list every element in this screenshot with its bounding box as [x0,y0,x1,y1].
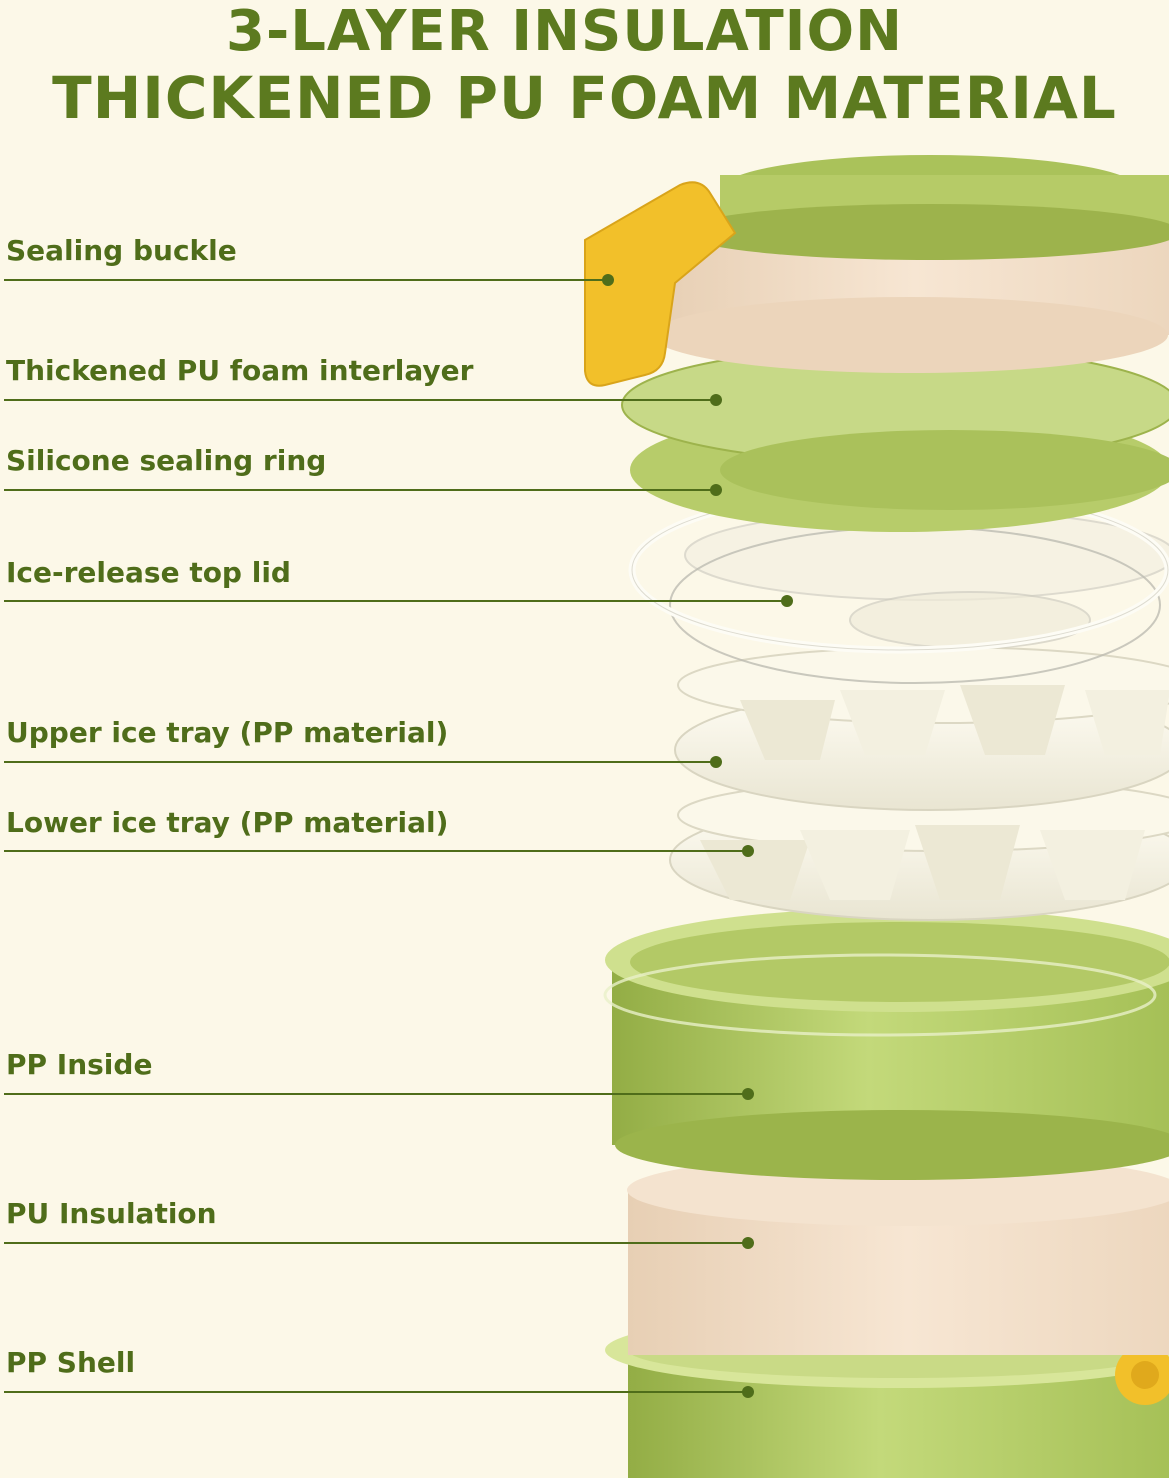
title-line-2: THICKENED PU FOAM MATERIAL [52,64,1117,132]
leader-dot [742,845,754,857]
sealing-buckle-part [584,181,737,387]
leader-dot [602,274,614,286]
leader-dots [602,274,793,1398]
pu-insulation-part [627,1154,1169,1355]
leader-dot [710,484,722,496]
ice-release-lid-part [669,509,1169,684]
label-pp-shell: PP Shell [6,1346,136,1379]
leader-dot [710,394,722,406]
pp-inside-part [603,908,1169,1180]
leader-dot [710,756,722,768]
leader-dot [742,1386,754,1398]
leader-dot [742,1088,754,1100]
label-sealing-buckle: Sealing buckle [6,234,237,267]
leader-dot [742,1237,754,1249]
label-pu-foam-interlayer: Thickened PU foam interlayer [6,354,474,387]
upper-ice-tray-part [674,646,1169,811]
title-line-1: 3-LAYER INSULATION [226,0,903,64]
lower-ice-tray-part [669,778,1169,921]
label-upper-ice-tray: Upper ice tray (PP material) [6,716,449,749]
leader-lines [4,279,787,1393]
label-pu-insulation: PU Insulation [6,1197,217,1230]
label-lower-ice-tray: Lower ice tray (PP material) [6,806,449,839]
label-pp-inside: PP Inside [6,1048,153,1081]
label-ice-release-top-lid: Ice-release top lid [6,556,291,589]
leader-dot [781,595,793,607]
label-silicone-sealing-ring: Silicone sealing ring [6,444,327,477]
pu-foam-interlayer-part [621,346,1169,532]
top-lid-part [652,155,1169,373]
